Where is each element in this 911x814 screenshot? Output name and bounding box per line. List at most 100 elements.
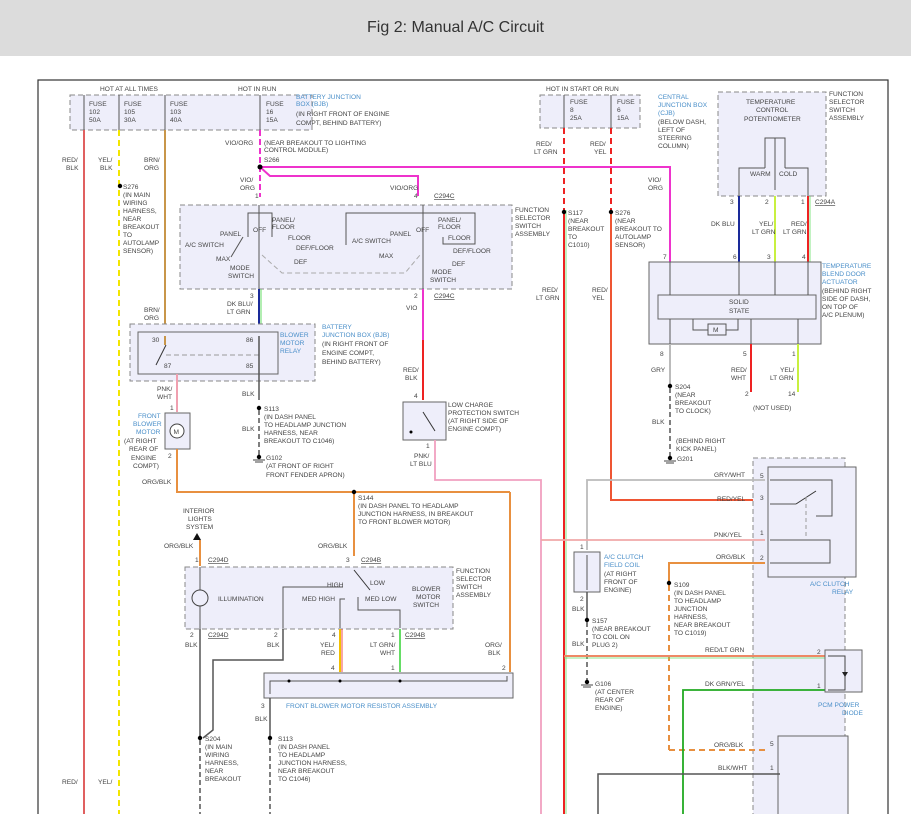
diagram-label: M [174,429,180,436]
diagram-label: VIO/ [648,177,661,184]
diagram-label: S204 [675,384,691,391]
diagram-label: SOLID [729,299,749,306]
diagram-label: BLK [488,650,501,657]
diagram-label: (BELOW DASH, [658,119,706,126]
diagram-label: 2 [274,632,278,639]
diagram-label: REAR OF [129,446,158,453]
diagram-label: FRONT [138,413,161,420]
diagram-label: VIO [406,305,417,312]
wire-dkgrn-yel [682,689,825,814]
diagram-label: YEL [594,149,607,156]
diagram-label: (BEHIND RIGHT [822,288,871,295]
diagram-label: COMPT) [133,463,159,470]
diagram-label: LT GRN [783,229,807,236]
diagram-label: LT GRN [770,375,794,382]
diagram-label: FUSE [89,101,107,108]
diagram-label: PANEL [220,231,241,238]
diagram-label: FRONT OF [604,579,638,586]
diagram-label: DK BLU/ [227,301,253,308]
diagram-label: FLOOR [448,235,471,242]
diagram-label: 4 [331,665,335,672]
diagram-label: SWITCH [228,273,254,280]
wire-pnk-ltblu [434,440,542,814]
diagram-label: DEF [294,259,307,266]
diagram-label: FUNCTION [515,207,549,214]
diagram-label: TO [568,234,577,241]
diagram-label: ENGINE COMPT) [448,426,501,433]
front-blower-motor-resistor-assembly: 4 1 2 FRONT BLOWER MOTOR RESISTOR ASSEMB… [261,665,514,710]
diagram-label: BEHIND BATTERY) [322,359,381,366]
diagram-label: PANEL/ [272,217,295,224]
diagram-label: 16 [266,109,274,116]
diagram-label: A/C SWITCH [352,238,391,245]
diagram-label: SENSOR) [615,242,645,249]
diagram-label: 1 [792,351,796,358]
diagram-label: TEMPERATURE [746,99,796,106]
diagram-label: BLOWER [133,421,162,428]
diagram-label: AUTOLAMP [123,240,160,247]
diagram-label: 5 [760,473,764,480]
diagram-label: PNK/ [157,386,173,393]
diagram-label: LOW CHARGE [448,402,494,409]
diagram-label: ASSEMBLY [456,592,492,599]
diagram-label: 3 [250,293,254,300]
diagram-label: 15A [266,117,278,124]
diagram-label: BLOWER [412,586,441,593]
diagram-label: JUNCTION BOX (BJB) [322,332,389,339]
diagram-label: TO FRONT BLOWER MOTOR) [358,519,450,526]
diagram-label: TEMPERATURE [822,263,872,270]
diagram-label: CONTROL [756,107,789,114]
diagram-label: BREAKOUT TO [615,226,662,233]
diagram-label: KICK PANEL) [676,446,717,453]
diagram-label: 15A [617,115,629,122]
diagram-label: SWITCH [456,584,482,591]
wire-org-blk-relay [668,562,765,582]
diagram-label: COLUMN) [658,143,689,150]
diagram-label: ORG/BLK [714,742,744,749]
diagram-label: MAX [216,256,231,263]
diagram-label: CENTRAL [658,94,689,101]
diagram-label: FUSE [617,99,635,106]
diagram-label: COMPT, BEHIND BATTERY) [296,120,381,127]
diagram-label: 6 [617,107,621,114]
diagram-label: MED HIGH [302,596,335,603]
temperature-control-potentiometer: TEMPERATURE CONTROL POTENTIOMETER WARM C… [717,91,865,206]
diagram-label: ORG [144,315,159,322]
diagram-label: (AT RIGHT [604,571,636,578]
diagram-label: 3 [346,557,350,564]
diagram-label: PCM POWER [818,702,860,709]
diagram-label: G102 [266,455,282,462]
function-selector-switch-assembly: 1 4 C294C PANEL OFF PANEL/FLOOR FLOOR A/… [179,193,551,300]
diagram-label: PLUG 2) [592,642,618,649]
diagram-label: RED/ [536,141,552,148]
diagram-label: A/C CLUTCH [604,554,644,561]
diagram-label: C294B [361,557,382,564]
diagram-label: TO C1019) [674,630,707,637]
diagram-label: (AT CENTER [595,689,634,696]
diagram-label: 1 [426,443,430,450]
diagram-label: ASSEMBLY [515,231,551,238]
diagram-label: YEL/ [759,221,773,228]
diagram-label: BOX (BJB) [296,101,328,108]
diagram-label: SWITCH [413,602,439,609]
diagram-label: M [713,327,719,334]
diagram-label: S204 [205,736,221,743]
diagram-label: (NEAR [615,218,636,225]
diagram-label: JUNCTION [674,606,708,613]
diagram-label: TO HEADLAMP JUNCTION [264,422,346,429]
diagram-label: TO C1046) [278,776,311,783]
diagram-label: HARNESS, NEAR [264,430,318,437]
diagram-label: 3 [730,199,734,206]
diagram-label: (AT RIGHT [124,438,156,445]
diagram-label: MED LOW [365,596,397,603]
diagram-label: BREAKOUT TO C1046) [264,438,334,445]
diagram-label: YEL/ [320,642,334,649]
diagram-label: NEAR BREAKOUT [278,768,334,775]
diagram-label: TO CLOCK) [675,408,711,415]
diagram-label: DEF/FLOOR [453,248,491,255]
diagram-label: PANEL/ [438,217,461,224]
diagram-label: FUSE [266,101,284,108]
